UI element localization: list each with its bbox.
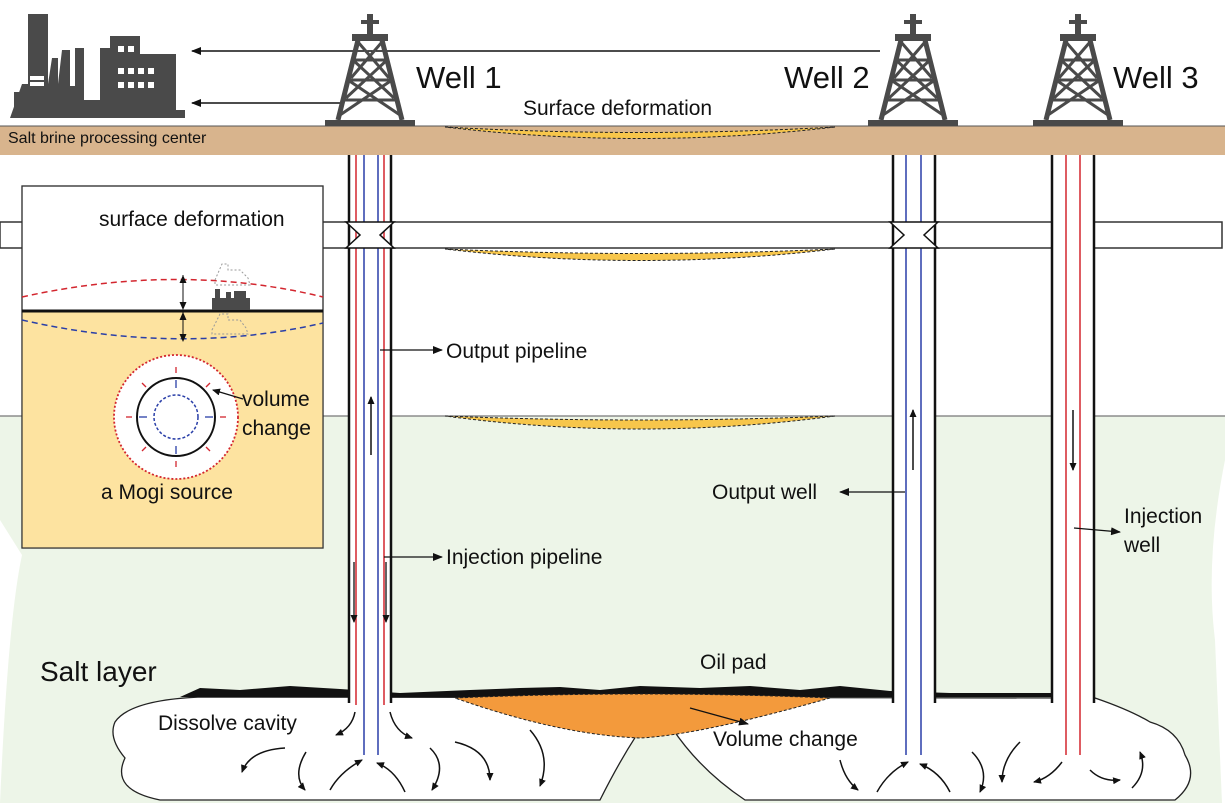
well-3-label: Well 3 xyxy=(1113,60,1199,95)
well-2-label: Well 2 xyxy=(784,60,870,95)
deformation-lens xyxy=(444,126,836,139)
oil-pad xyxy=(180,686,1095,697)
arrow-icon xyxy=(1073,527,1121,536)
oil-pad-label: Oil pad xyxy=(700,651,767,674)
deformation-lens xyxy=(444,415,836,430)
inset-surface-deformation-label: surface deformation xyxy=(99,208,285,231)
inset-change-label: change xyxy=(242,417,311,440)
derrick-icon xyxy=(1033,14,1123,126)
break-symbols xyxy=(344,221,940,249)
arrow-icon xyxy=(689,707,749,726)
derrick-icon xyxy=(325,14,415,126)
inset-volume-label: volume xyxy=(242,388,310,411)
mogi-source-label: a Mogi source xyxy=(101,481,233,504)
injection-well-label-2: well xyxy=(1124,534,1161,557)
factory-icon xyxy=(212,289,250,310)
volume-change-lens xyxy=(454,693,831,739)
derrick-icon xyxy=(868,14,958,126)
injection-well-label-1: Injection xyxy=(1124,505,1203,528)
ground-surface xyxy=(0,126,1225,155)
factory-icon xyxy=(10,14,185,118)
output-pipeline-label: Output pipeline xyxy=(446,340,588,363)
cavity-flow-arrows xyxy=(241,711,1146,793)
surface-deformation-label: Surface deformation xyxy=(523,97,713,120)
processing-center-label: Salt brine processing center xyxy=(8,130,207,147)
well-1-label: Well 1 xyxy=(416,60,502,95)
dissolve-cavity-label: Dissolve cavity xyxy=(158,712,297,735)
output-well-label: Output well xyxy=(712,481,818,504)
arrow-icon xyxy=(212,388,244,400)
injection-pipeline-label: Injection pipeline xyxy=(446,546,603,569)
salt-layer-label: Salt layer xyxy=(40,656,157,687)
deformation-lens xyxy=(444,248,836,261)
volume-change-label: Volume change xyxy=(713,728,858,751)
mogi-inset xyxy=(21,185,324,549)
